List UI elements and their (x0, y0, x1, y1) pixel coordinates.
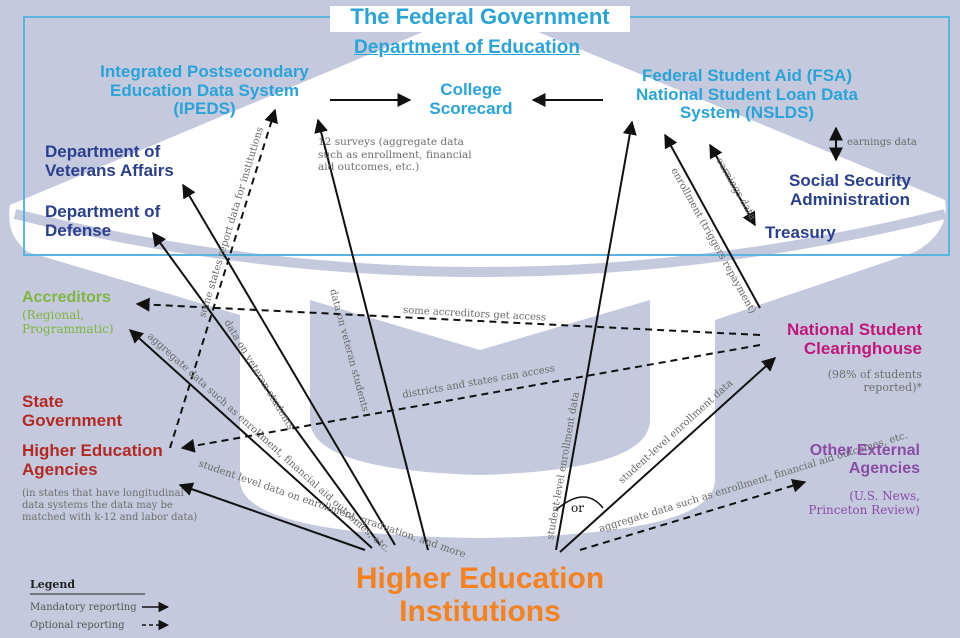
other-agencies-node: Other External Agencies (809, 442, 920, 477)
mandatory-arrows (128, 93, 843, 553)
hei-to-state-student-arrow (178, 482, 366, 551)
ssa-node: Social Security Administration (789, 171, 911, 209)
veterans-affairs-node: Department of Veterans Affairs (45, 142, 174, 180)
hei-to-nsc-arrow (559, 357, 777, 553)
hei-node: Higher Education Institutions (355, 562, 605, 628)
state-sub: (in states that have longitudinal data s… (22, 488, 198, 523)
fsa-treasury-arrow (709, 143, 756, 227)
hei-to-dod-arrow (152, 231, 381, 546)
surveys-label: 12 surveys (aggregate data such as enrol… (318, 136, 472, 174)
department-of-education-title: Department of Education (354, 37, 580, 58)
state-government-node: State Government (22, 392, 123, 430)
defense-node: Department of Defense (45, 202, 161, 240)
legend-optional-label: Optional reporting (30, 620, 125, 631)
hei-to-other-arrow (579, 478, 807, 551)
legend-title: Legend (30, 578, 75, 591)
optional-arrows (135, 108, 807, 551)
states-to-ipeds-arrow (169, 108, 278, 449)
higher-ed-agencies-node: Higher Education Agencies (22, 441, 163, 479)
hei-to-ipeds-arrow (314, 118, 429, 551)
legend-mandatory-label: Mandatory reporting (30, 602, 137, 613)
ipeds-node: Integrated Postsecondary Education Data … (100, 62, 309, 119)
federal-government-title: The Federal Government (350, 4, 610, 29)
college-scorecard-node: College Scorecard (429, 80, 513, 118)
treasury-node: Treasury (765, 223, 836, 242)
accreditors-sub: (Regional, Programmatic) (22, 308, 114, 337)
nsc-sub: (98% of students reported)* (827, 368, 922, 395)
legend: Legend Mandatory reporting Optional repo… (30, 578, 170, 631)
nsc-to-accreditors-arrow (135, 297, 761, 336)
hei-to-state-aggregate-arrow (128, 329, 373, 549)
earnings-data-ssa-label: earnings data (847, 137, 917, 148)
graduation-cap-icon (9, 8, 947, 538)
or-label: or (571, 501, 584, 515)
accreditors-node: Accreditors (22, 289, 111, 306)
hei-to-va-arrow (182, 183, 396, 546)
other-sub: (U.S. News, Princeton Review) (808, 489, 920, 518)
nsc-to-state-arrow (180, 344, 761, 453)
fsa-nslds-node: Federal Student Aid (FSA) National Stude… (636, 66, 858, 123)
hei-to-fsa-arrow (555, 120, 637, 551)
nsc-node: National Student Clearinghouse (786, 320, 922, 358)
or-arc (555, 496, 604, 511)
